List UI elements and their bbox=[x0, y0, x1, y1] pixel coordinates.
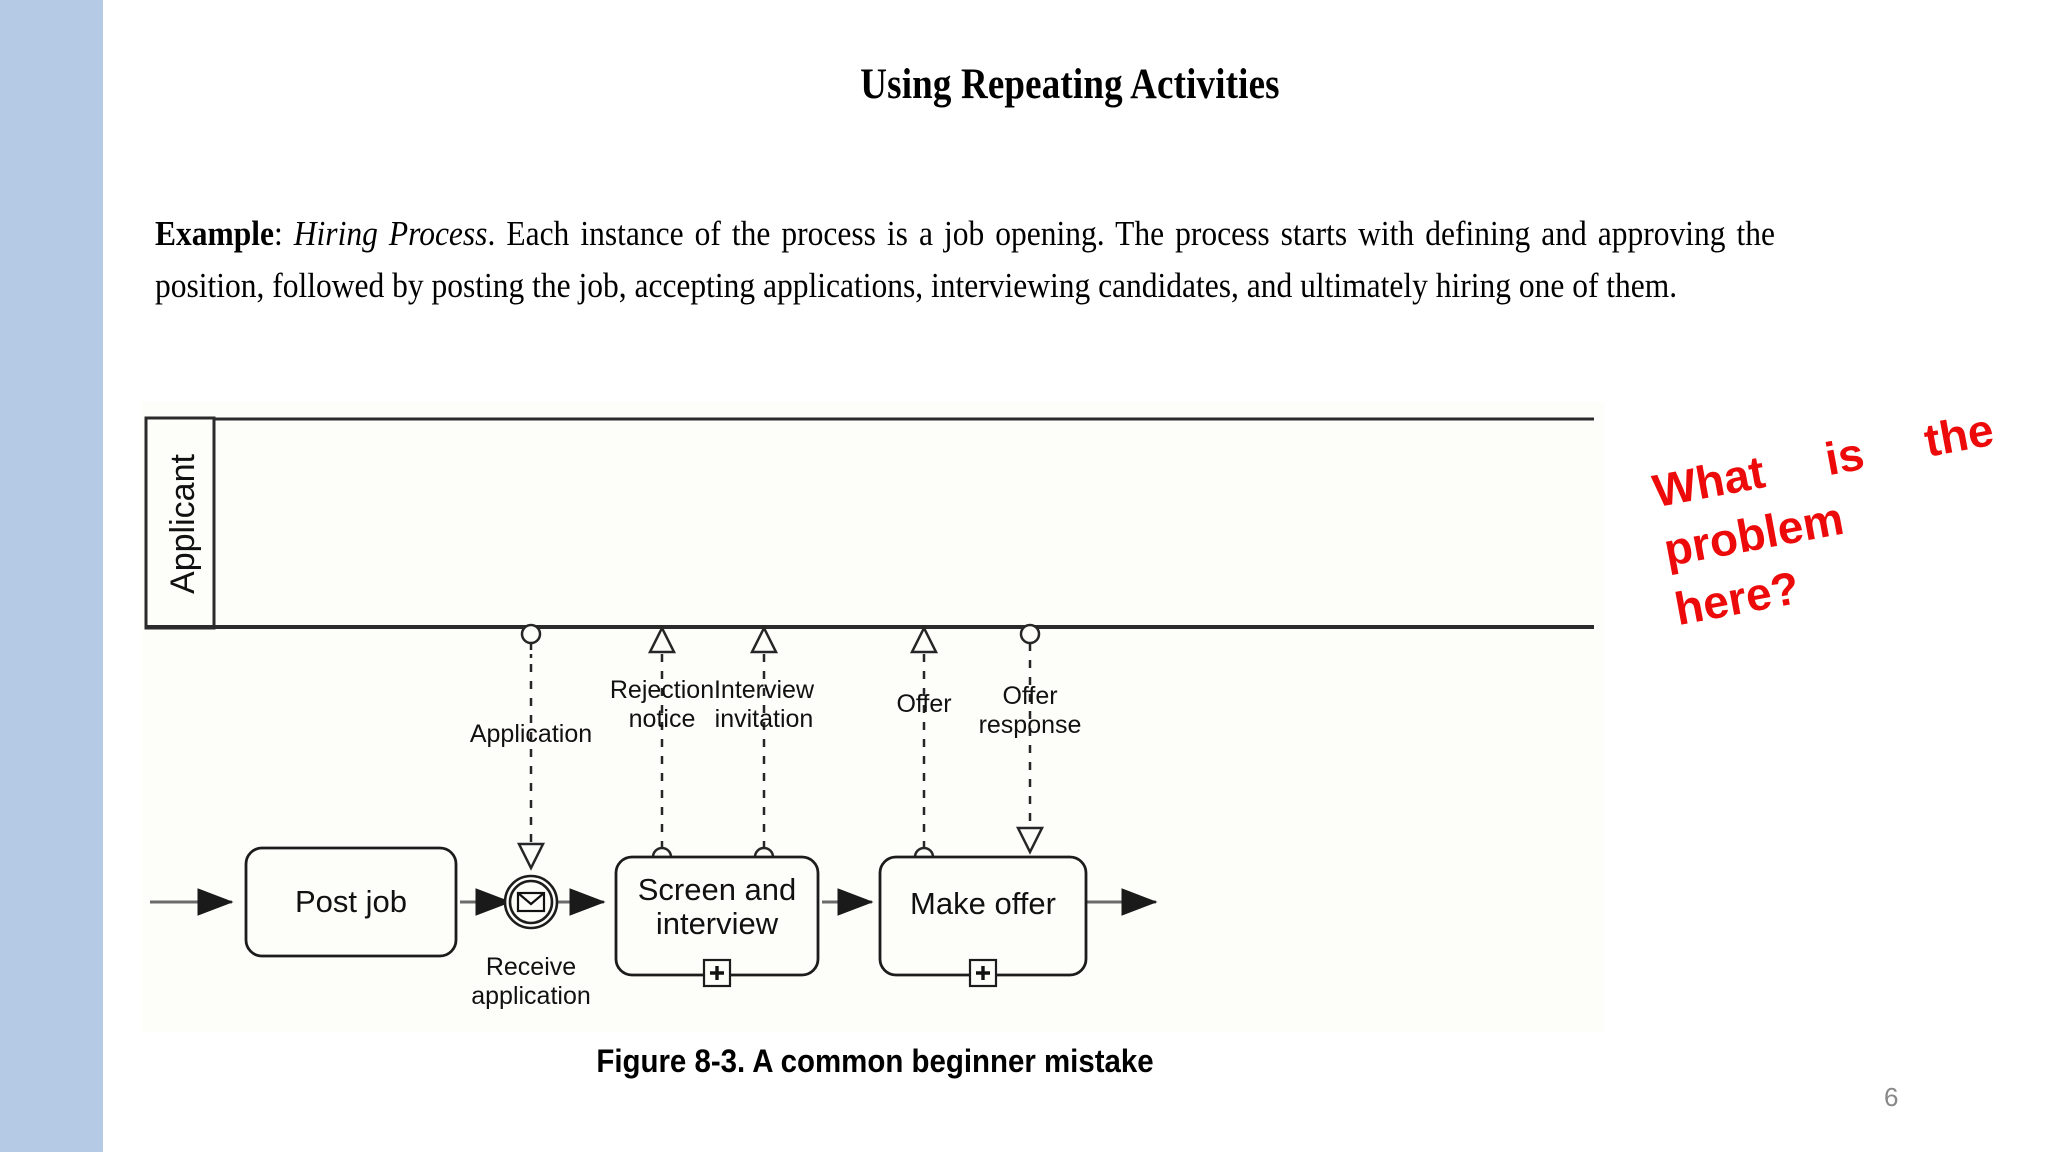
message-flow-label: Interview bbox=[714, 676, 815, 704]
task-post-job[interactable]: Post job bbox=[244, 846, 458, 958]
event-receive-application[interactable]: Receive application bbox=[471, 874, 591, 1010]
message-flow-offer: Offer bbox=[896, 625, 952, 868]
message-flow-interview-invitation: Interview invitation bbox=[714, 625, 815, 868]
message-flow-offer-response: Offer response bbox=[979, 623, 1082, 855]
task-label-2: interview bbox=[656, 906, 779, 941]
message-flow-label: Offer bbox=[1002, 682, 1057, 710]
message-flow-label-2: notice bbox=[629, 705, 696, 733]
bpmn-figure: Applicant Application Rejection notice bbox=[142, 402, 1604, 1032]
task-label: Post job bbox=[295, 884, 407, 919]
example-description: . Each instance of the process is a job … bbox=[155, 214, 1776, 305]
instructor-annotation: What is the problem here? bbox=[1648, 399, 2020, 639]
task-label: Screen and bbox=[638, 872, 797, 907]
message-flow-label-2: invitation bbox=[715, 705, 814, 733]
task-screen-and-interview[interactable]: Screen and interview bbox=[614, 855, 820, 988]
event-label-2: application bbox=[471, 982, 591, 1010]
message-flow-label: Application bbox=[470, 720, 592, 748]
message-flow-application: Application bbox=[470, 623, 592, 871]
task-label: Make offer bbox=[910, 886, 1056, 921]
figure-caption: Figure 8-3. A common beginner mistake bbox=[596, 1043, 1154, 1079]
page-number: 6 bbox=[1884, 1082, 1899, 1112]
bpmn-diagram-svg: Applicant Application Rejection notice bbox=[144, 416, 1594, 1010]
task-make-offer[interactable]: Make offer bbox=[878, 855, 1088, 988]
message-flow-label: Offer bbox=[896, 690, 951, 718]
page-title: Using Repeating Activities bbox=[860, 61, 1280, 108]
message-flow-label: Rejection bbox=[610, 676, 714, 704]
body-paragraph: Example: Hiring Process. Each instance o… bbox=[155, 208, 1775, 312]
accent-sidebar-bar bbox=[0, 0, 103, 1152]
example-label: Example bbox=[155, 214, 275, 253]
example-separator: : bbox=[274, 214, 294, 253]
example-subject: Hiring Process bbox=[293, 214, 488, 253]
pool-label: Applicant bbox=[164, 454, 202, 594]
pool-applicant: Applicant bbox=[144, 416, 1594, 630]
message-flow-rejection-notice: Rejection notice bbox=[610, 625, 714, 868]
event-label: Receive bbox=[486, 953, 576, 981]
message-flow-label-2: response bbox=[979, 711, 1082, 739]
